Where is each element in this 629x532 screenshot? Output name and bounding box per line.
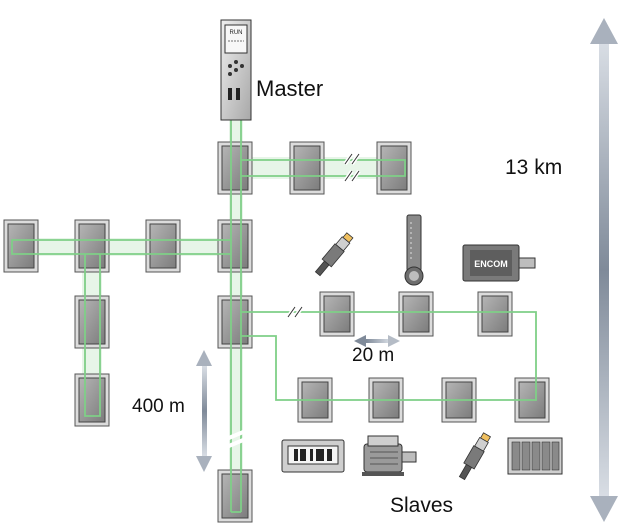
segment-length-arrow <box>196 350 212 472</box>
device-box <box>145 219 181 273</box>
thermometer-icon <box>404 214 424 286</box>
sensor-probe-icon <box>314 232 354 277</box>
device-box <box>477 291 513 337</box>
io-module-rack-icon <box>507 437 563 475</box>
device-box <box>217 469 253 523</box>
slaves-label: Slaves <box>390 494 454 517</box>
device-box <box>217 141 253 195</box>
motor-brand-text: ENCOM <box>474 259 508 269</box>
device-box <box>3 219 39 273</box>
total-range-arrow <box>590 18 618 522</box>
master-label: Master <box>256 76 324 101</box>
cable-break-ticks <box>287 153 360 318</box>
master-display-text: RUN <box>230 30 243 36</box>
station-spacing-label: 20 m <box>352 345 395 366</box>
display-panel-icon <box>281 439 345 473</box>
segment-length-label: 400 m <box>132 396 185 417</box>
motor-drive-icon: ENCOM <box>462 244 536 282</box>
master-controller: RUN <box>220 19 252 121</box>
total-range-label: 13 km <box>505 156 563 179</box>
pump-motor-icon <box>362 435 417 476</box>
device-box <box>74 295 110 349</box>
sensor-probe-icon <box>458 432 492 481</box>
device-box <box>289 141 325 195</box>
device-box <box>217 219 253 273</box>
device-box <box>319 291 355 337</box>
device-box <box>74 373 110 427</box>
station-spacing-arrow <box>354 335 400 347</box>
device-box <box>398 291 434 337</box>
device-box <box>74 219 110 273</box>
device-box <box>217 295 253 349</box>
